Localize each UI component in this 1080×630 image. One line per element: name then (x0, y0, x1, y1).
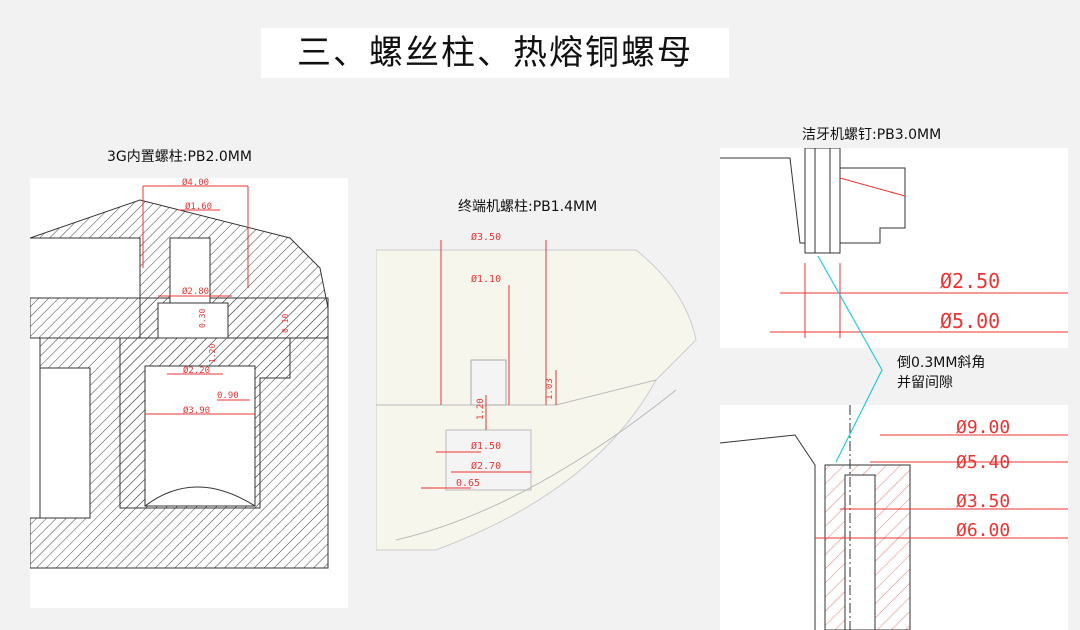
caption-middle: 终端机螺柱:PB1.4MM (458, 199, 598, 215)
caption-right: 洁牙机螺钉:PB3.0MM (802, 127, 942, 143)
slide-title: 三、螺丝柱、热熔铜螺母 (261, 28, 729, 78)
dim-m-1: Ø1.10 (471, 273, 501, 285)
dim-m-0: Ø3.50 (471, 231, 501, 243)
dim-rb-1: Ø5.40 (956, 452, 1010, 473)
dim-rb-0: Ø9.00 (956, 417, 1010, 438)
dim-l-8: Ø3.90 (183, 405, 210, 416)
dim-rt-0: Ø2.50 (940, 269, 1000, 293)
caption-left: 3G内置螺柱:PB2.0MM (107, 149, 252, 165)
dim-rb-3: Ø6.00 (956, 520, 1010, 541)
dim-m-2: 1.03 (545, 378, 555, 400)
dim-m-6: 0.65 (456, 478, 480, 489)
dim-rt-1: Ø5.00 (940, 309, 1000, 333)
dim-m-5: Ø2.70 (471, 460, 501, 472)
right-bottom-drawing: Ø9.00 Ø5.40 Ø3.50 Ø6.00 (720, 405, 1068, 630)
middle-drawing: Ø3.50 Ø1.10 1.03 1.20 Ø1.50 Ø2.70 0.65 (376, 231, 697, 551)
dim-m-4: Ø1.50 (471, 440, 501, 452)
dim-l-6: Ø2.20 (183, 365, 210, 376)
dim-l-2: Ø2.80 (182, 286, 209, 297)
dim-l-4: 0.10 (281, 314, 290, 333)
dim-l-0: Ø4.00 (182, 178, 209, 188)
dim-l-3: 0.30 (198, 309, 207, 328)
right-top-drawing: Ø2.50 Ø5.00 (720, 148, 1068, 348)
dim-l-7: 0.90 (217, 391, 239, 401)
note-line2: 并留间隙 (897, 375, 953, 391)
dim-m-3: 1.20 (476, 398, 486, 420)
left-drawing: Ø4.00 Ø1.60 Ø2.80 0.30 0.10 1.20 Ø2.20 0… (30, 178, 348, 608)
note-line1: 倒0.3MM斜角 (897, 355, 986, 371)
dim-l-1: Ø1.60 (185, 201, 212, 212)
dim-l-5: 1.20 (208, 344, 217, 363)
dim-rb-2: Ø3.50 (956, 491, 1010, 512)
